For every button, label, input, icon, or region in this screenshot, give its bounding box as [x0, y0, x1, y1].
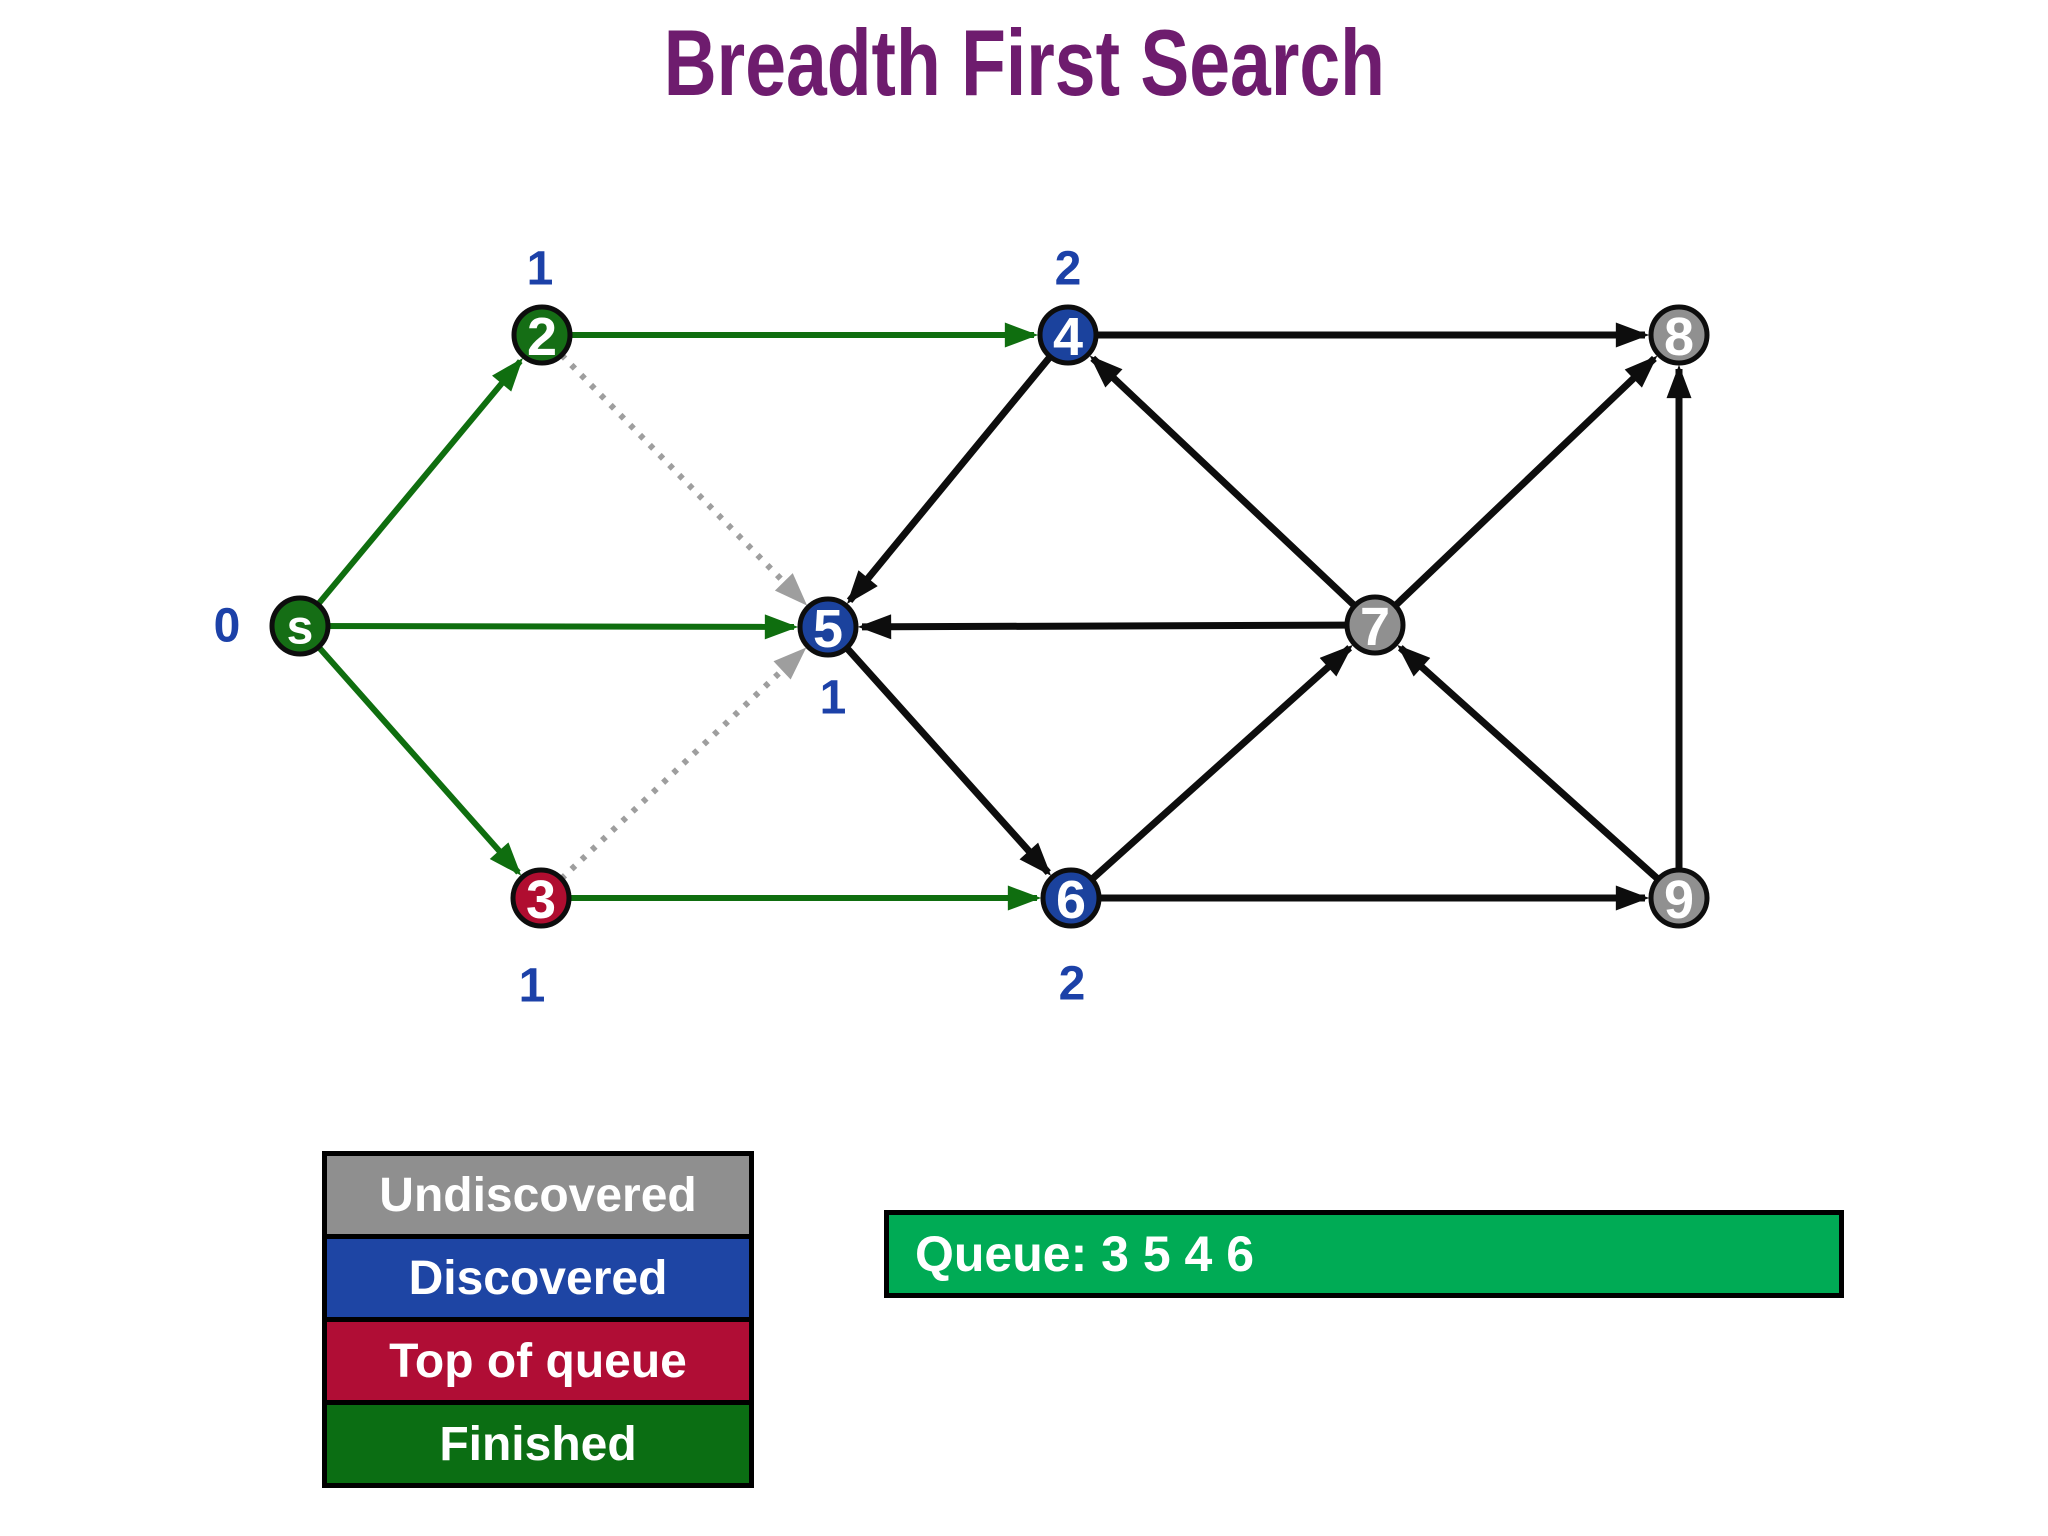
graph-node-7: 7 — [1344, 594, 1406, 657]
edge-7-4 — [1089, 355, 1378, 628]
legend-row-finished: Finished — [327, 1405, 749, 1483]
node-label: s — [287, 602, 314, 655]
node-circle — [269, 595, 331, 657]
node-circle — [1648, 867, 1710, 929]
edge-7-8 — [1372, 355, 1658, 628]
edge-s-2 — [297, 357, 523, 628]
distance-label: 1 — [820, 672, 847, 725]
node-label: 7 — [1360, 597, 1390, 657]
graph-node-9: 9 — [1648, 867, 1710, 930]
node-label: 2 — [527, 307, 557, 367]
node-label: 5 — [813, 599, 843, 659]
legend-row-discovered: Discovered — [327, 1239, 749, 1322]
legend-label: Top of queue — [389, 1334, 687, 1388]
legend-label: Discovered — [408, 1251, 668, 1305]
distance-label: 0 — [214, 600, 241, 653]
queue-label: Queue: 3 5 4 6 — [915, 1226, 1255, 1282]
legend-row-undiscovered: Undiscovered — [327, 1156, 749, 1239]
node-circle — [1344, 594, 1406, 656]
graph-node-4: 42 — [1037, 243, 1099, 367]
distance-label: 1 — [527, 243, 554, 296]
distance-label: 2 — [1059, 958, 1086, 1011]
edge-s-3 — [297, 624, 522, 876]
node-label: 3 — [526, 870, 556, 930]
node-label: 8 — [1664, 307, 1694, 367]
edge-s-5 — [299, 614, 799, 640]
node-label: 6 — [1056, 870, 1086, 930]
graph-node-2: 21 — [511, 243, 573, 367]
node-circle — [1648, 304, 1710, 366]
queue-box: Queue: 3 5 4 6 — [884, 1210, 1844, 1298]
graph-node-s: s0 — [214, 595, 331, 657]
node-circle — [1037, 304, 1099, 366]
edge-5-6 — [825, 624, 1052, 876]
node-circle — [797, 596, 859, 658]
graph-node-8: 8 — [1648, 304, 1710, 367]
edge-7-5 — [857, 614, 1376, 640]
graph-node-3: 31 — [510, 867, 572, 1013]
node-circle — [511, 304, 573, 366]
distance-label: 1 — [519, 960, 546, 1013]
edge-6-7 — [1068, 644, 1353, 901]
node-label: 4 — [1053, 307, 1083, 367]
legend-label: Undiscovered — [379, 1168, 697, 1222]
edge-4-5 — [846, 332, 1071, 604]
title-wrap: Breadth First Search — [0, 14, 2048, 112]
legend-row-top-of-queue: Top of queue — [327, 1322, 749, 1405]
edge-3-5 — [538, 647, 807, 901]
node-label: 9 — [1664, 870, 1694, 930]
page-title: Breadth First Search — [663, 10, 1385, 115]
graph-node-6: 62 — [1040, 867, 1102, 1011]
node-circle — [510, 867, 572, 929]
edge-9-7 — [1397, 644, 1682, 901]
graph-node-5: 51 — [797, 596, 859, 725]
node-circle — [1040, 867, 1102, 929]
edge-2-5 — [539, 332, 808, 606]
legend-label: Finished — [439, 1417, 637, 1471]
distance-label: 2 — [1055, 243, 1082, 296]
